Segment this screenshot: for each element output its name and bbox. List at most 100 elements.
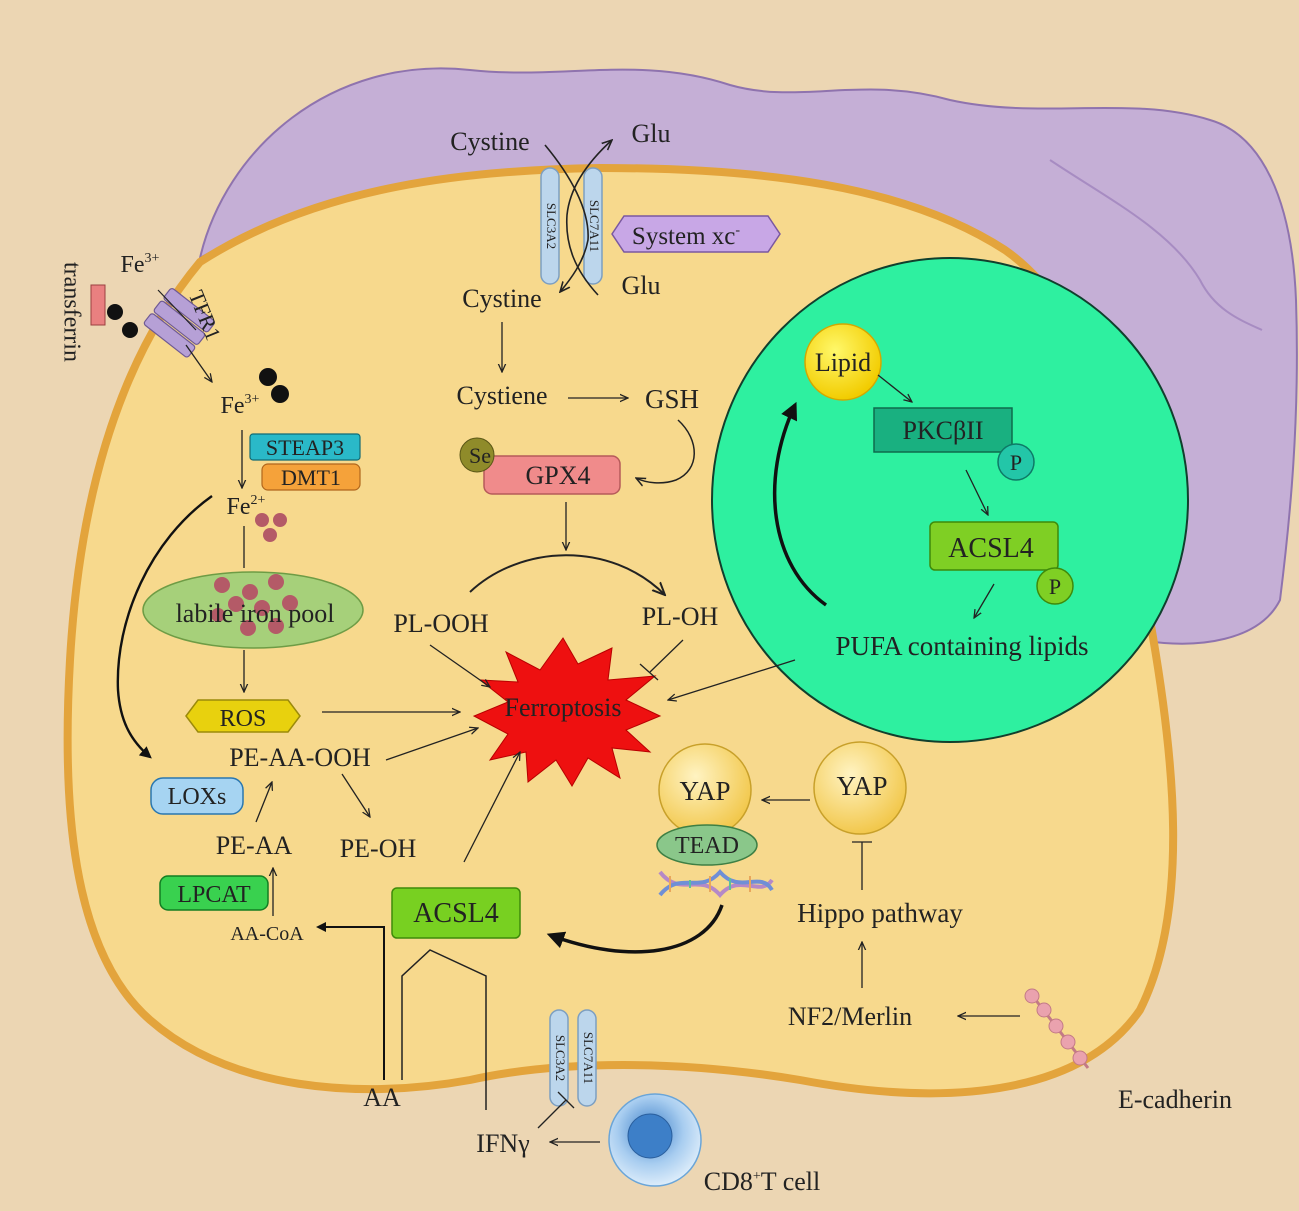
yap-cyto-label: YAP [836,771,887,801]
pkc-to-acsl4-arrow [965,469,988,515]
system-xc-transporter: SLC3A2 SLC7A11 [540,167,603,285]
glu-in-label: Glu [622,271,661,300]
acsl4-compartment-box: ACSL4 [929,521,1059,571]
dmt1-box: DMT1 [261,463,361,491]
steap3-label: STEAP3 [266,435,344,460]
cd8-t-cell-nucleus [627,1113,673,1159]
ecadherin-protein-icon [1024,988,1090,1069]
lpcat-label: LPCAT [177,882,251,908]
slc3a2-top [540,167,560,285]
ecadherin-label: E-cadherin [1118,1085,1232,1114]
p-label: P [1010,450,1022,475]
ploh-inhibit-bar [639,663,659,681]
nf2-label: NF2/Merlin [788,1002,912,1031]
aa-to-acsl4-line [401,949,487,1110]
ros-label: ROS [220,706,267,732]
system-xc-badge: System xc- [611,215,781,253]
tead-label: TEAD [675,833,739,859]
tfr1-pointer-line [157,289,197,331]
plooh-to-ferroptosis-arrow [429,644,490,687]
neighbor-cell-fold [1049,159,1263,331]
fe3-out-label: Fe3+ [121,251,160,278]
pufa-to-lipid-cycle-arrow [772,401,828,607]
hippo-pathway-label: Hippo pathway [797,898,963,928]
aa-to-aacoa-arrow [316,922,385,1080]
pl-ooh-label: PL-OOH [393,609,489,638]
cystine-out-label: Cystine [450,127,529,156]
plooh-to-ploh-arrow [469,554,665,595]
fe3-ion [271,385,289,403]
dna-helix-icon [658,868,774,899]
phospho-marker [1036,567,1074,605]
cystiene-label: Cystiene [457,381,548,410]
cystine-in-label: Cystine [462,284,541,313]
lipid-label: Lipid [815,348,871,377]
lipid-node [804,323,882,401]
pkc-label: PKCβII [902,416,983,445]
p-label: P [1049,574,1061,599]
gsh-label: GSH [645,384,699,414]
fe3-in-label: Fe3+ [221,392,260,419]
slc7a11-top-label: SLC7A11 [587,200,602,252]
fe3-ion [259,368,277,386]
labile-iron-pool: labile iron pool [142,571,364,649]
yap-tead-to-acsl4-arrow [546,904,724,954]
fe3-ion [107,304,123,320]
pe-aa-label: PE-AA [216,831,293,860]
fe2-ion [263,528,277,542]
ifng-inhibit-bar [557,1091,575,1109]
ifng-inhibits-slc7a11 [537,1099,567,1129]
loxs-label: LOXs [168,784,227,810]
labile-iron-pool-label: labile iron pool [176,599,335,628]
pe-aa-ooh-label: PE-AA-OOH [229,743,371,772]
ploh-inhibits-ferroptosis [649,639,684,673]
fe2-label: Fe2+ [227,493,266,520]
pufa-label: PUFA containing lipids [835,631,1088,661]
system-xc-label: System xc- [632,223,740,250]
fe2-to-loxs-arrow [116,495,213,759]
pkc-box: PKCβII [873,407,1013,453]
acsl4-compartment-label: ACSL4 [948,533,1034,564]
slc7a11-bottom-label: SLC7A11 [581,1032,596,1084]
pufa-to-ferroptosis-arrow [668,659,796,700]
lpcat-box: LPCAT [159,875,269,911]
gpx4-label: GPX4 [525,461,590,490]
acsl4-box: ACSL4 [391,887,521,939]
slc3a2-bottom-label: SLC3A2 [553,1035,568,1081]
acsl4-to-ferroptosis-arrow [463,752,520,863]
pl-oh-label: PL-OH [642,602,719,631]
ifng-label: IFNγ [476,1129,529,1158]
fe2-ion [255,513,269,527]
slc3a2-top-label: SLC3A2 [544,203,559,249]
cystine-import-arrow [544,144,589,292]
fe3-import-arrow [185,344,212,382]
green-compartment [711,257,1189,743]
yap-nuclear-label: YAP [679,776,730,806]
transferrin-label: transferrin [58,262,84,362]
glu-export-arrow [565,140,612,296]
aa-label: AA [363,1083,401,1112]
aa-coa-label: AA-CoA [230,923,304,945]
phospho-marker [997,443,1035,481]
peaa-to-peaaooh-arrow [255,782,272,823]
fe2-ion [273,513,287,527]
lipid-to-pkc-arrow [877,374,912,402]
dmt1-label: DMT1 [281,465,341,490]
glu-out-label: Glu [632,119,671,148]
tfr1-receptor [143,288,215,358]
peaaooh-to-peoh-arrow [341,773,370,817]
ros-badge: ROS [185,699,301,733]
cd8-label: CD8+T cell [704,1167,820,1196]
ferroptosis-label: Ferroptosis [505,693,622,722]
acsl4-to-pufa-arrow [974,583,995,618]
loxs-box: LOXs [150,777,244,815]
acsl4-label: ACSL4 [413,898,499,929]
pe-oh-label: PE-OH [340,834,417,863]
se-label: Se [469,443,491,468]
transferrin-block [90,284,106,326]
peaaooh-to-ferroptosis-arrow [385,728,478,761]
steap3-box: STEAP3 [249,433,361,461]
selenium-marker [459,437,495,473]
slc7a11-top [583,167,603,285]
